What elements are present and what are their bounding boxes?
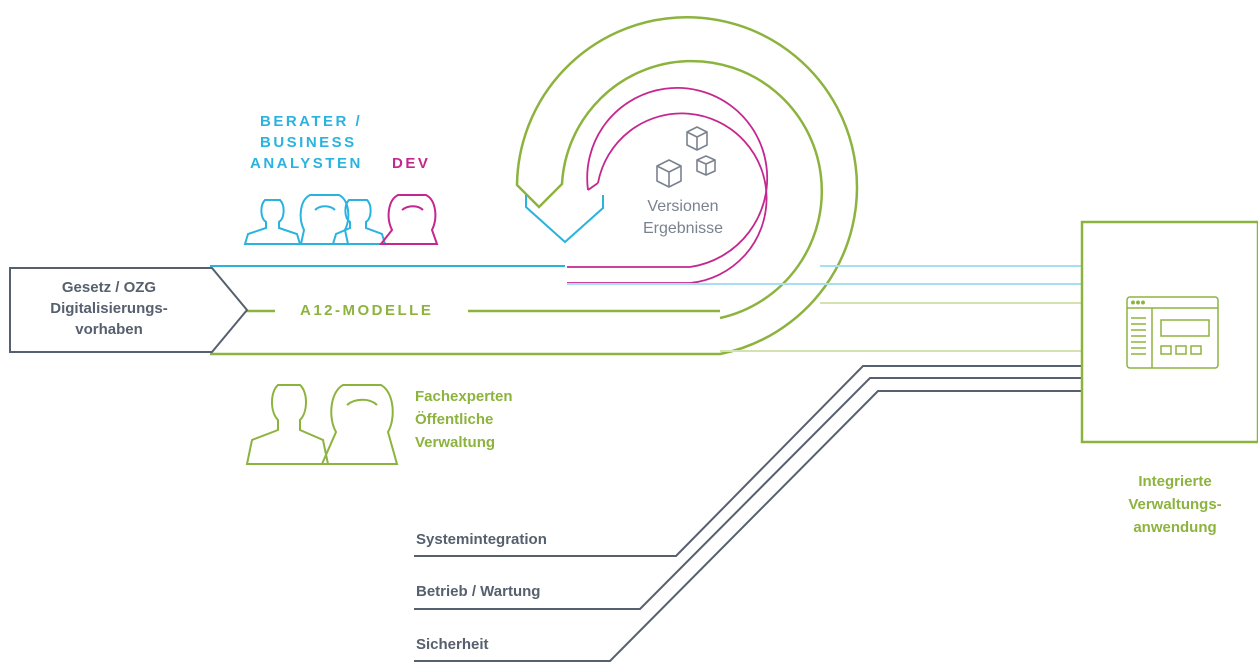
experts-label: Fachexperten Öffentliche Verwaltung bbox=[415, 385, 513, 454]
support-line-3 bbox=[414, 390, 1082, 662]
models-label: A12-MODELLE bbox=[300, 302, 434, 319]
result-label: Integrierte Verwaltungs- anwendung bbox=[1100, 470, 1250, 539]
pink-arrow-tip bbox=[587, 182, 599, 191]
support-line-2 bbox=[414, 377, 1082, 610]
experts-line-3: Verwaltung bbox=[415, 434, 496, 451]
blue-loop bbox=[525, 195, 604, 244]
experts-line-2: Öffentliche bbox=[415, 411, 494, 428]
support-label-systemintegration: Systemintegration bbox=[416, 531, 547, 548]
person-icon bbox=[243, 199, 302, 245]
input-box-label: Gesetz / OZG Digitalisierungs- vorhaben bbox=[14, 277, 204, 340]
pink-arc-inner bbox=[567, 112, 768, 284]
input-box-line-3: vorhaben bbox=[75, 321, 143, 338]
role-label-berater-2: BUSINESS bbox=[260, 134, 357, 151]
person-icon bbox=[299, 194, 350, 245]
person-icon bbox=[331, 199, 387, 245]
center-label-line-1: Versionen bbox=[647, 198, 719, 215]
support-label-sicherheit: Sicherheit bbox=[416, 636, 489, 653]
experts-line-1: Fachexperten bbox=[415, 388, 513, 405]
support-label-betrieb: Betrieb / Wartung bbox=[416, 583, 541, 600]
input-box-shape bbox=[9, 267, 249, 353]
input-box-line-1: Gesetz / OZG bbox=[61, 279, 157, 296]
role-label-berater-3: ANALYSTEN bbox=[250, 155, 363, 172]
outer-green-spiral bbox=[210, 16, 859, 356]
person-icon bbox=[378, 194, 439, 245]
role-label-berater-1: BERATER / bbox=[260, 113, 363, 130]
input-box-line-2: Digitalisierungs- bbox=[50, 300, 168, 317]
result-line-3: anwendung bbox=[1133, 519, 1217, 536]
person-icon bbox=[245, 384, 330, 465]
application-window-icon bbox=[1126, 296, 1219, 369]
result-line-1: Integrierte bbox=[1138, 473, 1212, 490]
center-label-line-2: Ergebnisse bbox=[642, 220, 724, 237]
person-icon bbox=[320, 384, 399, 465]
result-line-2: Verwaltungs- bbox=[1128, 496, 1222, 513]
cubes-icon bbox=[656, 126, 716, 188]
center-label: Versionen Ergebnisse bbox=[620, 196, 746, 240]
support-line-1 bbox=[414, 365, 1082, 557]
pink-arc-outer bbox=[567, 87, 769, 268]
role-label-dev: DEV bbox=[392, 155, 431, 172]
result-box bbox=[1080, 220, 1258, 444]
